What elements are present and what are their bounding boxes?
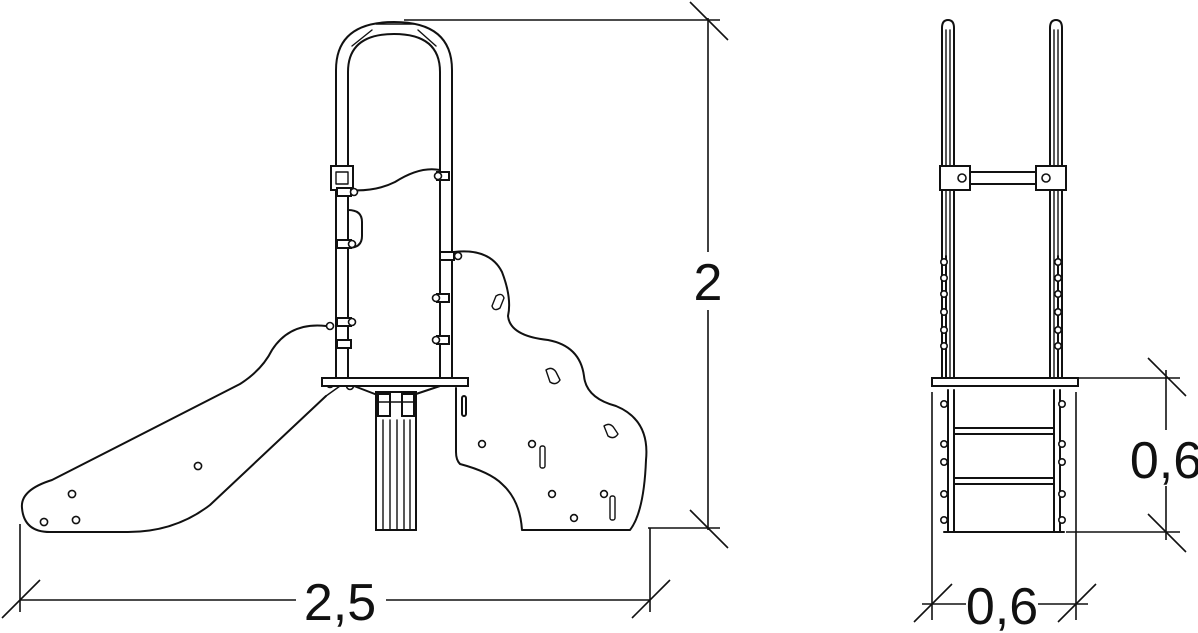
dimension-width-front: 0,6 [913, 392, 1097, 633]
ladder-bolts [939, 399, 1067, 524]
dimension-width-side: 2,5 [1, 524, 671, 632]
arch-frame [335, 21, 453, 381]
front-panel-bolts [939, 257, 1063, 350]
climbing-wall [453, 250, 648, 531]
height-label: 2 [694, 254, 723, 312]
depth-front-label: 0,6 [1130, 432, 1198, 490]
width-side-label: 2,5 [304, 574, 376, 632]
post [375, 391, 417, 531]
side-view [20, 21, 648, 533]
width-front-label: 0,6 [966, 578, 1038, 633]
frame-bolts [325, 171, 463, 391]
upper-guard-panel [347, 168, 441, 249]
dimension-height: 2 [404, 1, 729, 549]
slide-chute [20, 324, 341, 533]
dimension-depth-front: 0,6 [1062, 357, 1198, 553]
front-view [931, 19, 1079, 533]
